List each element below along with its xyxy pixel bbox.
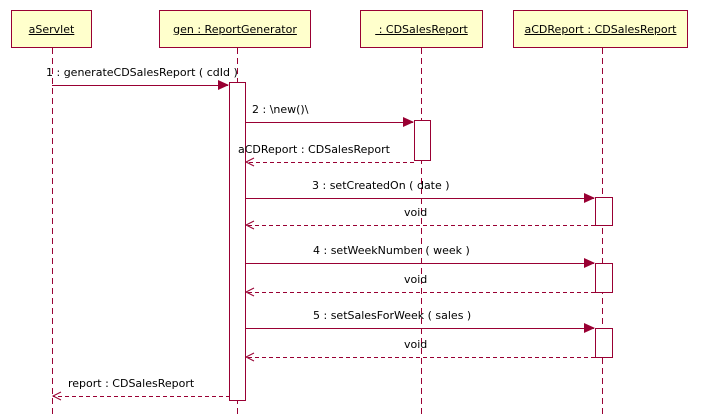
message-arrowhead-open	[244, 220, 255, 230]
message-label: report : CDSalesReport	[68, 377, 195, 390]
activation-bar-cdsreport	[414, 120, 431, 161]
message-arrowhead-filled	[218, 80, 229, 90]
message-label: 3 : setCreatedOn ( date )	[312, 179, 450, 192]
activation-bar-gen	[229, 82, 246, 401]
lifeline-head-label: aCDReport : CDSalesReport	[524, 22, 677, 36]
message-label: void	[404, 273, 428, 286]
lifeline-head-label: aServlet	[28, 22, 75, 36]
lifeline-head-reportgenerator: gen : ReportGenerator	[159, 10, 311, 48]
activation-bar-acdreport	[595, 328, 613, 358]
lifeline-head-acdreport: aCDReport : CDSalesReport	[513, 10, 688, 48]
message-arrowhead-open	[244, 287, 255, 297]
activation-bar-acdreport	[595, 263, 613, 293]
message-label: 2 : \new()\	[252, 103, 309, 116]
lifeline-head-label: : CDSalesReport	[375, 22, 468, 36]
message-arrowhead-filled	[584, 193, 595, 203]
message-arrowhead-filled	[584, 258, 595, 268]
message-label: void	[404, 338, 428, 351]
lifeline-head-cdsalesreport: : CDSalesReport	[360, 10, 483, 48]
activation-bar-acdreport	[595, 197, 613, 226]
message-arrowhead-open	[51, 391, 62, 401]
message-label: 4 : setWeekNumber ( week )	[313, 244, 470, 257]
lifeline-head-aservlet: aServlet	[11, 10, 92, 48]
message-label: 5 : setSalesForWeek ( sales )	[313, 309, 472, 322]
message-arrowhead-open	[244, 157, 255, 167]
message-label: 1 : generateCDSalesReport ( cdId )	[46, 66, 238, 79]
message-arrowhead-filled	[403, 117, 414, 127]
message-arrowhead-filled	[584, 323, 595, 333]
message-label: aCDReport : CDSalesReport	[238, 143, 390, 156]
message-arrowhead-open	[244, 352, 255, 362]
message-label: void	[404, 206, 428, 219]
lifeline-head-label: gen : ReportGenerator	[173, 22, 297, 36]
